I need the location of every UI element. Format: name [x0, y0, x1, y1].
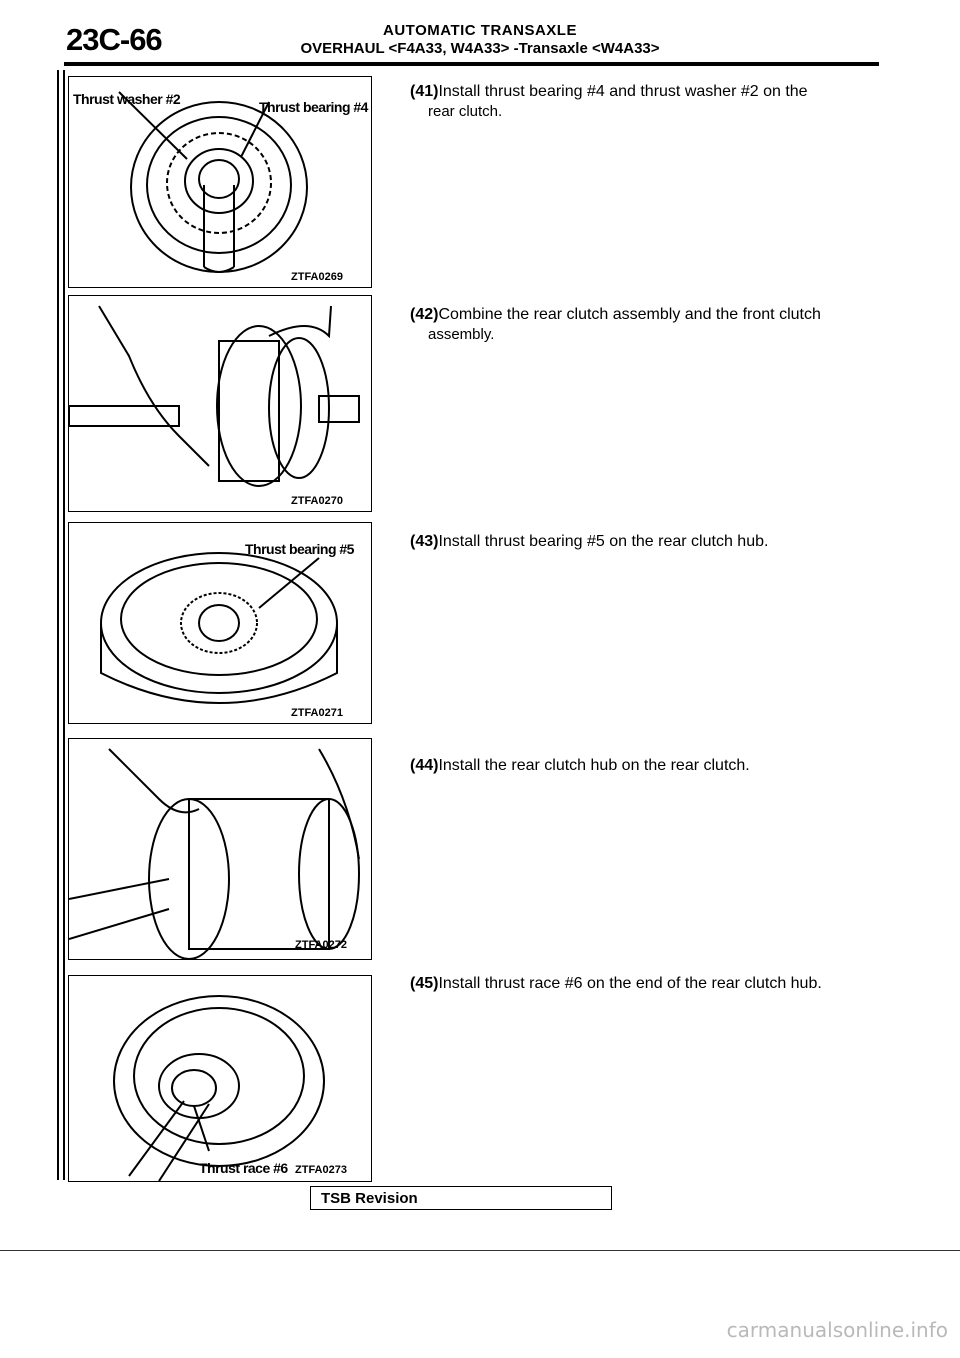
fig5-label-race: Thrust race #6: [199, 1160, 288, 1176]
step-44-number: (44): [410, 757, 439, 774]
step-41: (41)Install thrust bearing #4 and thrust…: [410, 82, 880, 122]
fig2-code: ZTFA0270: [291, 495, 343, 507]
step-45: (45)Install thrust race #6 on the end of…: [410, 974, 880, 994]
fig5-code: ZTFA0273: [295, 1164, 347, 1176]
step-41-text: Install thrust bearing #4 and thrust was…: [438, 83, 808, 100]
figure-thrust-bearing-5: Thrust bearing #5 ZTFA0271: [68, 522, 372, 724]
fig4-code: ZTFA0272: [295, 939, 347, 951]
step-43-number: (43): [410, 533, 439, 550]
clutch-drawing-2: [69, 305, 360, 487]
fig1-label-washer: Thrust washer #2: [73, 91, 181, 107]
figure-install-clutch-hub: ZTFA0272: [68, 738, 372, 960]
step-42-cont: assembly.: [428, 326, 495, 343]
clutch-drawing-3: [100, 552, 338, 704]
step-42-number: (42): [410, 306, 439, 323]
figure-thrust-race-6: Thrust race #6 ZTFA0273: [68, 975, 372, 1182]
figure-combine-clutches: ZTFA0270: [68, 295, 372, 512]
margin-line-outer: [57, 70, 59, 1180]
footer-rule: [0, 1250, 960, 1251]
page-number: 23C-66: [66, 22, 163, 57]
tsb-revision-box: TSB Revision: [310, 1186, 612, 1210]
figure-thrust-bearing-4: Thrust washer #2 Thrust bearing #4 ZTFA0…: [68, 76, 372, 288]
section-title: AUTOMATIC TRANSAXLE: [383, 22, 577, 39]
clutch-drawing-5: [113, 995, 325, 1181]
fig1-label-bearing: Thrust bearing #4: [259, 99, 368, 115]
header-rule: [64, 62, 879, 66]
clutch-drawing-1: [118, 91, 308, 273]
step-41-number: (41): [410, 83, 439, 100]
fig3-label-bearing: Thrust bearing #5: [245, 541, 354, 557]
subsection-title: OVERHAUL <F4A33, W4A33> -Transaxle <W4A3…: [300, 40, 660, 57]
step-42: (42)Combine the rear clutch assembly and…: [410, 305, 880, 345]
step-44: (44)Install the rear clutch hub on the r…: [410, 756, 880, 776]
step-44-text: Install the rear clutch hub on the rear …: [438, 757, 750, 774]
step-42-text: Combine the rear clutch assembly and the…: [438, 306, 821, 323]
step-41-cont: rear clutch.: [428, 103, 503, 120]
step-45-text: Install thrust race #6 on the end of the…: [438, 975, 822, 992]
margin-line-inner: [63, 70, 65, 1180]
fig1-code: ZTFA0269: [291, 271, 343, 283]
step-43: (43)Install thrust bearing #5 on the rea…: [410, 532, 880, 552]
step-45-number: (45): [410, 975, 439, 992]
clutch-drawing-4: [69, 748, 360, 959]
fig3-code: ZTFA0271: [291, 707, 343, 719]
step-43-text: Install thrust bearing #5 on the rear cl…: [438, 533, 769, 550]
site-watermark: carmanualsonline.info: [726, 1318, 948, 1342]
